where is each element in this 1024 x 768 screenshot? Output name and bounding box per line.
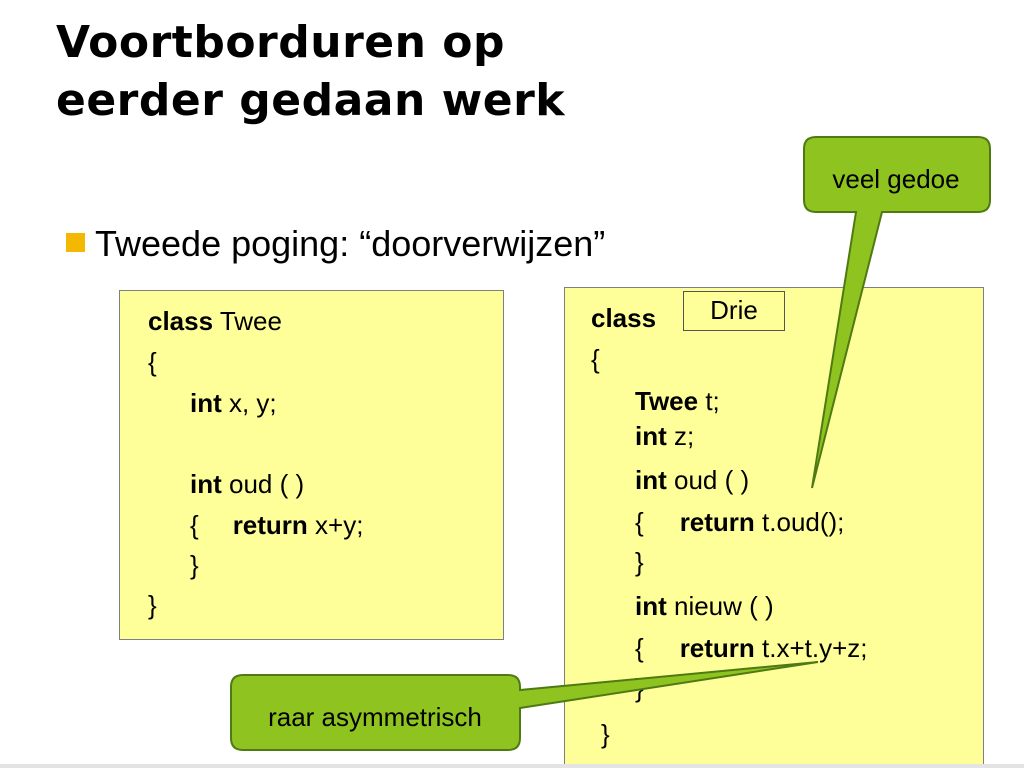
code-line: { (591, 344, 600, 374)
keyword: Twee (635, 386, 699, 416)
code-text: oud ( ) (221, 469, 305, 499)
keyword: return (232, 510, 308, 540)
code-text: z; (666, 421, 695, 451)
keyword: class (591, 303, 657, 333)
code-brace: { (190, 510, 199, 540)
code-text: nieuw ( ) (666, 591, 774, 621)
code-line: class (591, 302, 656, 334)
slide-title: Voortborduren op eerder gedaan werk (56, 14, 565, 130)
code-text: x, y; (221, 388, 277, 418)
keyword: int (635, 465, 667, 495)
code-line: int nieuw ( ) (635, 590, 774, 622)
code-line: int x, y; (190, 387, 277, 419)
bullet-text: Tweede poging: “doorverwijzen” (95, 223, 606, 264)
code-text: x+y; (307, 510, 364, 540)
code-line: int z; (635, 420, 694, 452)
callout-veel-gedoe-shape (803, 136, 991, 489)
code-line: } (601, 719, 610, 749)
keyword: return (679, 633, 755, 663)
title-line-2: eerder gedaan werk (56, 75, 566, 126)
callout-veel-gedoe: veel gedoe (832, 164, 960, 194)
code-text: Twee (213, 306, 282, 336)
code-line: } (190, 550, 199, 580)
code-line: { return x+y; (190, 509, 363, 541)
code-line: { return t.oud(); (635, 506, 844, 538)
code-line: { (148, 347, 157, 377)
code-line: Twee t; (635, 385, 720, 417)
code-brace: { (635, 633, 644, 663)
square-bullet-icon (66, 233, 85, 252)
code-line: { return t.x+t.y+z; (635, 632, 868, 664)
code-line: int oud ( ) (190, 468, 304, 500)
callout-raar-asymmetrisch-shape (230, 661, 819, 751)
code-brace: { (635, 507, 644, 537)
bullet-item: Tweede poging: “doorverwijzen” (66, 222, 605, 266)
code-text: t.oud(); (754, 507, 845, 537)
keyword: class (148, 306, 214, 336)
code-line: } (148, 590, 157, 620)
keyword: int (635, 421, 667, 451)
code-box-twee: class Twee { int x, y; int oud ( ) { retu… (119, 290, 504, 640)
keyword: int (190, 388, 222, 418)
title-line-1: Voortborduren op (56, 17, 505, 68)
code-line: class Twee (148, 305, 282, 337)
code-line: int oud ( ) (635, 464, 749, 496)
code-text: t; (698, 386, 720, 416)
class-name-box: Drie (683, 291, 785, 331)
code-text: oud ( ) (666, 465, 750, 495)
keyword: return (679, 507, 755, 537)
code-text: t.x+t.y+z; (754, 633, 868, 663)
callout-raar-asymmetrisch: raar asymmetrisch (268, 702, 482, 732)
code-line: } (635, 547, 644, 577)
keyword: int (635, 591, 667, 621)
keyword: int (190, 469, 222, 499)
footer-divider (0, 764, 1024, 768)
